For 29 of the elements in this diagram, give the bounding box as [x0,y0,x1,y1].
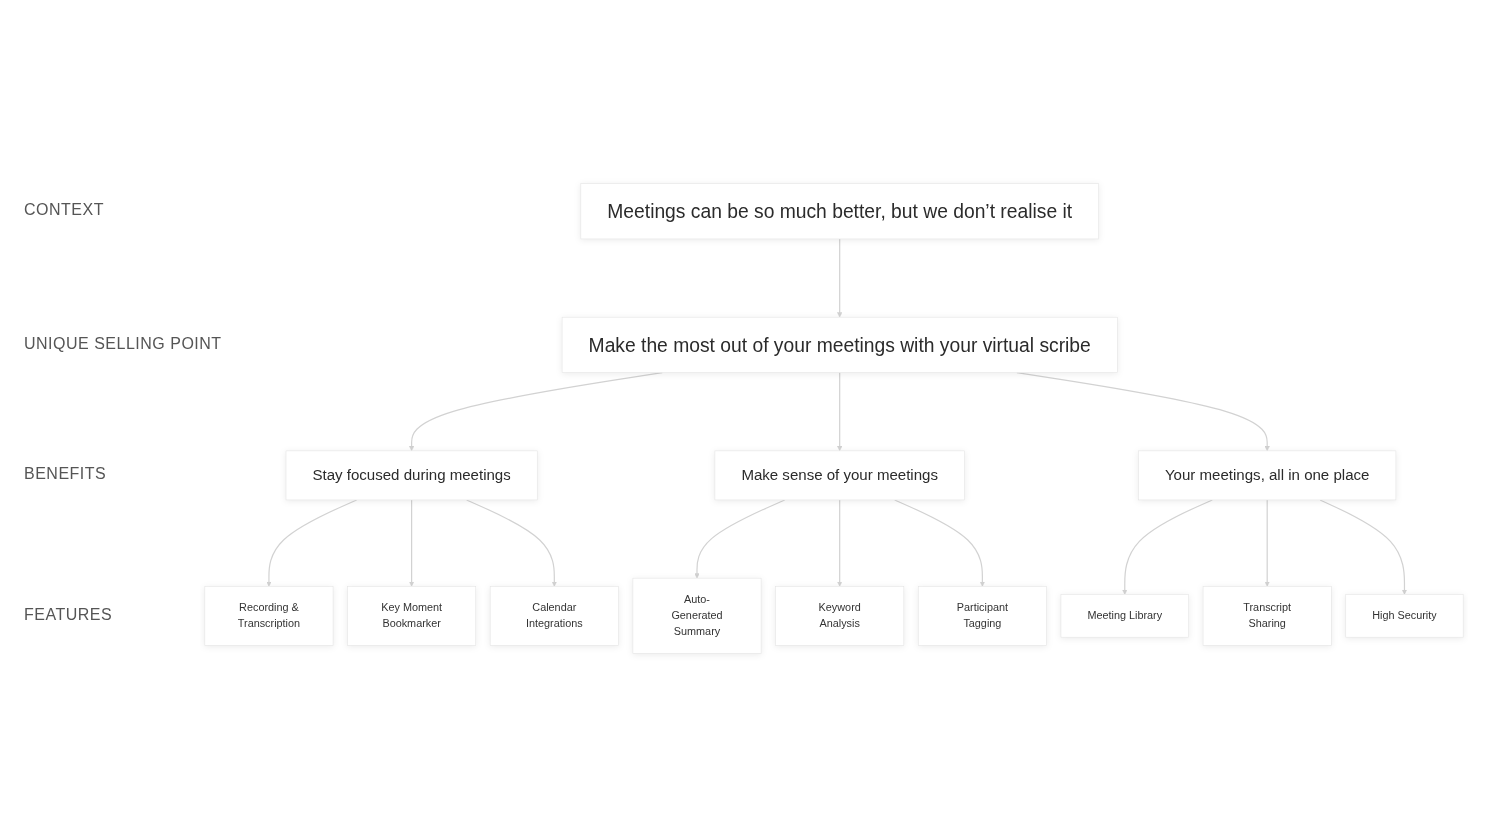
section-heading: UNIQUE SELLING POINT [24,334,222,353]
arrow [1122,499,1213,595]
node-box: Meetings can be so much better, but we don’t realise it [580,183,1099,240]
arrow [266,499,358,587]
node-box: Participant Tagging [917,586,1047,646]
node-box: Auto-Generated Summary [632,577,762,654]
node-box: Calendar Integrations [489,586,619,646]
arrow [1264,499,1270,587]
arrow [466,499,557,587]
section-heading: CONTEXT [24,201,104,220]
node-box: Make the most out of your meetings with your virtual scribe [561,316,1118,373]
arrow [1319,499,1408,595]
arrow [894,499,985,587]
node-box: Recording & Transcription [204,586,334,646]
node-box: Stay focused during meetings [285,450,538,501]
node-box: Key Moment Bookmarker [347,586,477,646]
node-box: Transcript Sharing [1202,586,1332,646]
arrow [837,238,843,318]
section-heading: FEATURES [24,605,113,624]
node-box: Make sense of your meetings [714,450,965,501]
node-box: Keyword Analysis [775,586,905,646]
arrow [694,499,786,579]
arrow [408,499,415,587]
node-box: High Security [1345,594,1464,638]
arrow [837,499,843,587]
arrow [837,372,843,452]
node-box: Meeting Library [1060,594,1189,638]
node-box: Your meetings, all in one place [1138,450,1397,501]
section-heading: BENEFITS [24,465,107,484]
